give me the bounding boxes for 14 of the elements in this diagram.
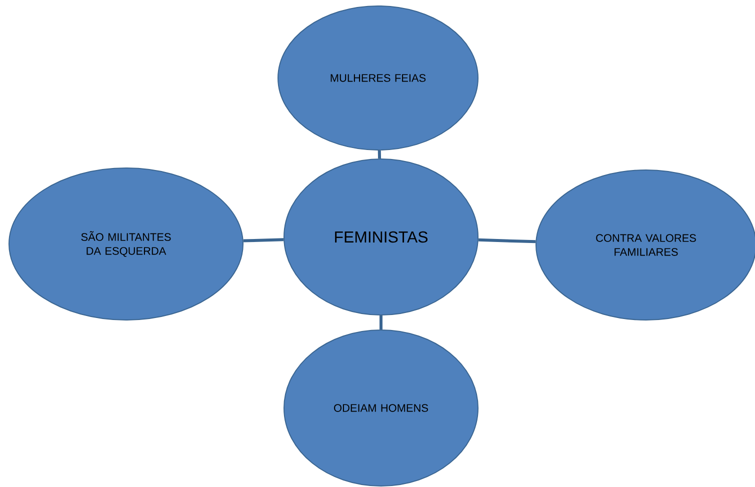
node-label: CONTRA VALORES FAMILIARES: [596, 234, 696, 256]
node-label: MULHERES FEIAS: [330, 74, 426, 82]
connector-line: [478, 238, 536, 244]
topic-ellipse: [284, 329, 478, 486]
connector-line: [380, 316, 382, 330]
node-label: ODEIAM HOMENS: [334, 404, 428, 412]
node-label: FEMINISTAS: [335, 231, 428, 243]
topic-ellipse: [8, 167, 244, 320]
node-label: SÃO MILITANTES DA ESQUERDA: [81, 231, 171, 257]
topic-ellipse: [278, 6, 478, 150]
connector-line: [243, 238, 284, 242]
connector-line: [378, 150, 382, 159]
topic-ellipse: [536, 169, 755, 320]
topic-ellipse: [284, 158, 478, 316]
